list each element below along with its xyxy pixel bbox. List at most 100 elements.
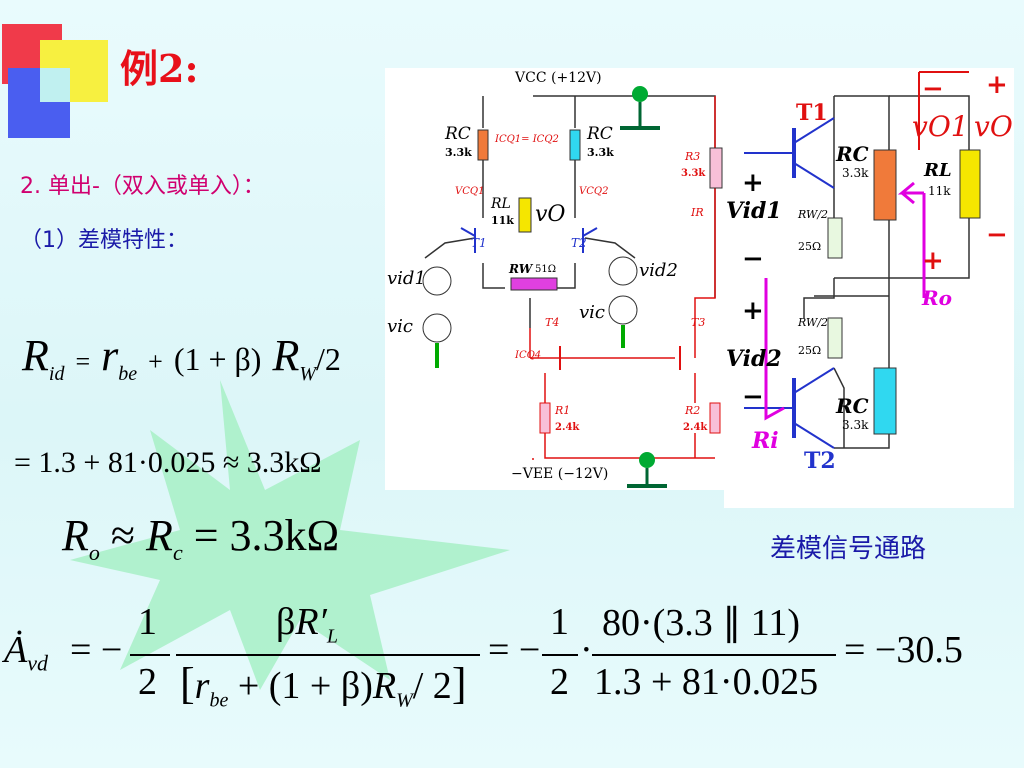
rc1-label: RC (445, 124, 471, 144)
rc1-resistor (477, 129, 489, 161)
ro-approx: ≈ (110, 511, 136, 560)
rw-sub: W (396, 689, 413, 712)
beta-symbol: β (276, 601, 296, 643)
icq4-label: ICQ4 (515, 350, 542, 361)
minus-sign-top: − (922, 74, 944, 104)
rw-subscript: W (299, 362, 317, 385)
r1-label: R1 (555, 404, 571, 417)
frac4-den: 1.3 + 81·0.025 (594, 661, 819, 703)
plus-sign-2: + (742, 296, 764, 326)
r2-label: R2 (685, 404, 701, 417)
rw-half2-value: 25Ω (798, 344, 822, 357)
t2-path-label: T2 (804, 448, 836, 474)
minus-sign-2: − (742, 382, 764, 412)
plus-sign-mid: + (922, 246, 944, 276)
decorative-squares (2, 24, 108, 138)
right-bracket: ] (451, 659, 467, 708)
avd-formula: Ȧvd = − 1 2 βR′L [rbe + (1 + β)RW/ 2] = … (4, 600, 1014, 712)
rid-formula: Rid = rbe + (1 + β) RW/2 (22, 330, 341, 386)
r2-value: 2.4k (683, 422, 708, 433)
rw-resistor (510, 277, 558, 291)
frac2-bar (176, 654, 480, 656)
rw-half-bot (827, 317, 843, 359)
t1-label: T1 (471, 236, 487, 250)
t4-label: T4 (545, 316, 560, 329)
rc2-resistor (569, 129, 581, 161)
ro-path-label: Ro (922, 286, 952, 310)
ro-symbol: R (62, 511, 89, 560)
rid-div2: /2 (316, 341, 341, 377)
circuit-svg (422, 86, 723, 488)
avd-letter: Ȧ (4, 629, 28, 671)
rw-value: 51Ω (535, 264, 557, 275)
section-heading: 2. 单出-（双入或单入）： (20, 174, 265, 199)
rc-top-label: RC (836, 142, 869, 166)
vo-label: vO (535, 202, 566, 227)
vcc-label: VCC (+12V) (515, 70, 602, 86)
t3-label: T3 (691, 316, 706, 329)
rc-bot-label: RC (836, 394, 869, 418)
rc2-value: 3.3k (587, 146, 614, 159)
rl-value: 11k (491, 214, 514, 227)
source-icon (422, 256, 638, 343)
r1-value: 2.4k (555, 422, 580, 433)
rbe-r: r (194, 665, 210, 707)
vid2-label: vid2 (639, 260, 678, 281)
vcq1-label: VCQ1 (455, 186, 485, 197)
avd-eq1: = − (70, 629, 123, 671)
overlap-square (40, 68, 70, 102)
rc-bot-resistor (873, 367, 897, 435)
rw-half2-label: RW/2 (798, 316, 829, 329)
frac1-num: 1 (138, 601, 157, 643)
minus-sign-1: − (742, 244, 764, 274)
rid-value-line: = 1.3 + 81·0.025 ≈ 3.3kΩ (14, 446, 322, 479)
t1-path-label: T1 (796, 100, 828, 126)
r1-resistor (539, 402, 551, 434)
rl-resistor (518, 197, 532, 233)
minus-sign-right: − (986, 220, 1008, 250)
vee-label: −VEE (−12V) (511, 466, 609, 482)
circuit-schematic: VCC (+12V) RC 3.3k RC 3.3k ICQ1= ICQ2 VC… (385, 68, 725, 490)
r2-resistor (709, 402, 721, 434)
rl-path-resistor (959, 149, 981, 219)
rw-half-top (827, 217, 843, 259)
avd-symbol: Ȧvd (4, 628, 48, 677)
plus-sign-1: + (742, 168, 764, 198)
vcq2-label: VCQ2 (579, 186, 609, 197)
icq-label: ICQ1= ICQ2 (495, 134, 559, 145)
rw-r: R (372, 665, 397, 707)
plus-sign-top: + (986, 70, 1008, 100)
vo-path-label: vO (974, 110, 1013, 143)
rw-label: RW (509, 262, 533, 276)
rc-top-value: 3.3k (842, 166, 869, 180)
t2-label: T2 (571, 236, 587, 250)
rid-symbol: R (22, 331, 49, 380)
frac3-num: 1 (550, 601, 569, 643)
rw-symbol: R (272, 331, 300, 380)
ro-arrow (897, 181, 924, 205)
slide-title: 例2: (120, 46, 199, 91)
ro-subscript: o (88, 539, 100, 565)
beta-mid: + (1 + β) (228, 665, 373, 707)
rc-top-resistor (873, 149, 897, 221)
rc-bot-value: 3.3k (842, 418, 869, 432)
rw-half-value: 25Ω (798, 240, 822, 253)
rl-path-value: 11k (928, 184, 951, 198)
rl-label: RL (491, 196, 511, 212)
avd-result: = −30.5 (844, 629, 963, 671)
frac3-den: 2 (550, 661, 569, 703)
vic-right-label: vic (579, 302, 606, 323)
avd-dot: · (580, 629, 593, 671)
diff-path-diagram: T1 T2 RC 3.3k RC 3.3k RL 11k RW/2 25Ω RW… (724, 68, 1014, 508)
rbe-symbol: r (101, 331, 119, 380)
ri-arrow (764, 278, 785, 421)
vid1-label: vid1 (387, 268, 426, 289)
diff-path-caption: 差模信号通路 (770, 534, 927, 564)
frac2-num: βR′L (276, 600, 338, 649)
rid-eq: = (75, 347, 91, 376)
rl-path-label: RL (924, 160, 952, 181)
rc2-label: RC (587, 124, 613, 144)
frac4-num: 80·(3.3 ∥ 11) (602, 602, 801, 644)
frac1-den: 2 (138, 661, 157, 703)
frac1-bar (130, 654, 170, 656)
